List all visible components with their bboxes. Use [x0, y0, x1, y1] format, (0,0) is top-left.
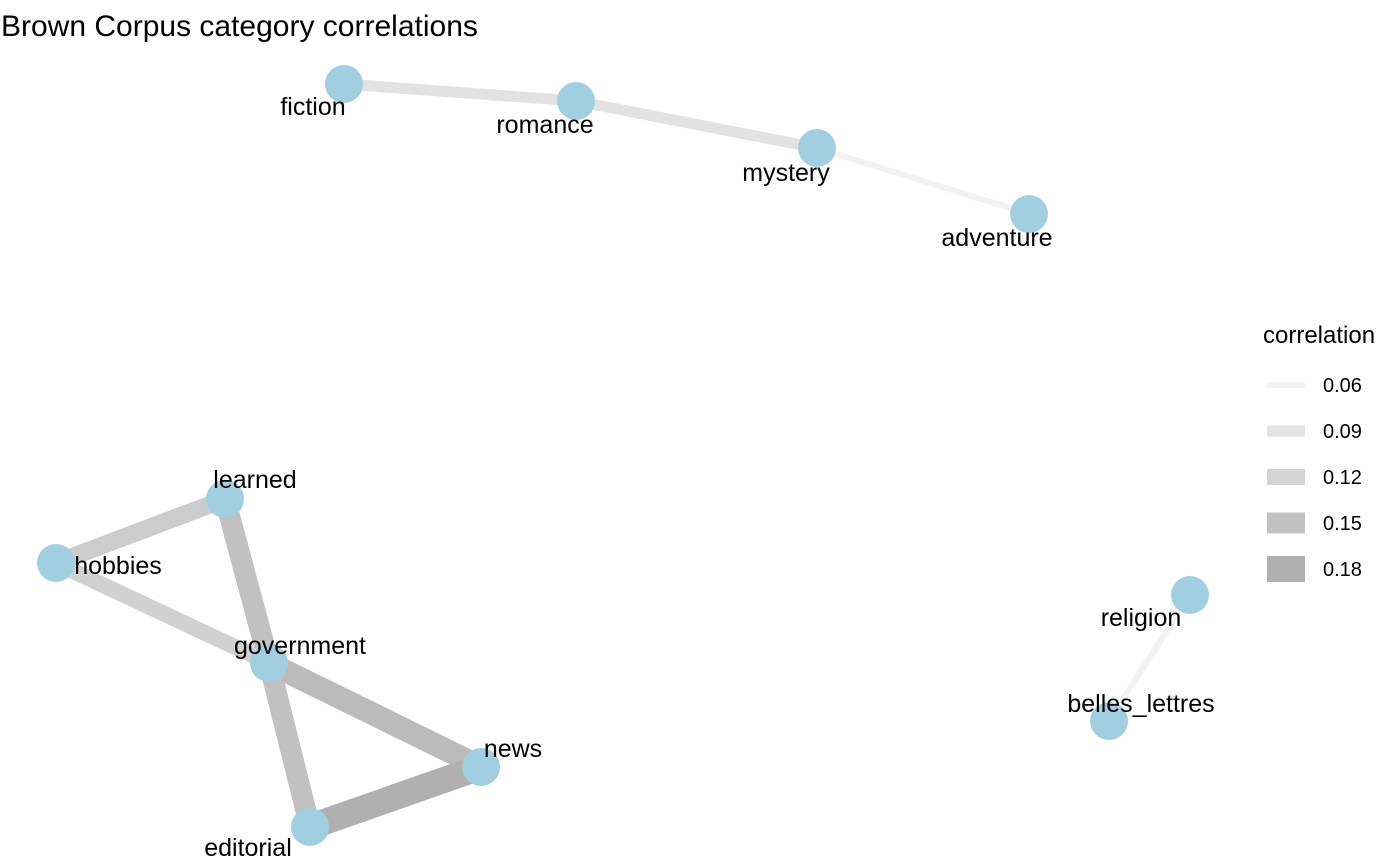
node-label-religion: religion [1101, 604, 1182, 632]
edge-government-news [264, 652, 486, 778]
node-government [250, 644, 288, 682]
node-label-romance: romance [496, 111, 593, 139]
node-label-government: government [234, 632, 366, 660]
legend-key-0.15 [1267, 512, 1305, 534]
edge-learned-hobbies [52, 490, 229, 572]
edge-hobbies-government [52, 555, 273, 671]
node-news [462, 748, 500, 786]
legend-key-0.18 [1267, 556, 1305, 582]
node-label-hobbies: hobbies [74, 552, 162, 580]
edges-layer [52, 78, 1193, 840]
legend-key-0.06 [1267, 382, 1305, 388]
legend-key-0.12 [1267, 469, 1305, 485]
node-label-mystery: mystery [742, 159, 830, 187]
node-label-news: news [484, 735, 542, 763]
node-label-fiction: fiction [280, 93, 345, 121]
node-label-learned: learned [213, 466, 296, 494]
labels-layer: fiction romance mystery adventure learned hob… [74, 93, 1214, 862]
legend-label-0.09: 0.09 [1323, 421, 1362, 443]
edge-religion-belles_lettres [1106, 593, 1193, 723]
edge-news-editorial [305, 754, 486, 840]
legend-label-0.06: 0.06 [1323, 375, 1362, 397]
legend-key-0.09 [1267, 425, 1305, 437]
edge-romance-mystery [574, 95, 819, 154]
legend-title: correlation [1263, 322, 1375, 349]
node-religion [1171, 576, 1209, 614]
node-label-belles_lettres: belles_lettres [1067, 690, 1214, 718]
node-fiction [325, 65, 363, 103]
legend-label-0.15: 0.15 [1323, 513, 1362, 535]
node-belles_lettres [1090, 702, 1128, 740]
node-label-editorial: editorial [204, 834, 292, 862]
node-label-adventure: adventure [941, 224, 1052, 252]
edge-mystery-adventure [816, 145, 1030, 217]
legend: correlation 0.06 0.09 0.12 0.15 0.18 [1263, 322, 1375, 582]
node-learned [206, 480, 244, 518]
node-romance [557, 82, 595, 120]
edge-fiction-romance [343, 78, 577, 107]
legend-label-0.18: 0.18 [1323, 559, 1362, 581]
edge-learned-government [214, 496, 280, 666]
edge-government-editorial [258, 660, 321, 830]
legend-items: 0.06 0.09 0.12 0.15 0.18 [1267, 375, 1362, 582]
chart-title: Brown Corpus category correlations [1, 10, 478, 43]
node-mystery [798, 129, 836, 167]
legend-label-0.12: 0.12 [1323, 467, 1362, 489]
node-adventure [1010, 195, 1048, 233]
node-hobbies [37, 544, 75, 582]
node-editorial [291, 808, 329, 846]
nodes-layer [37, 65, 1209, 846]
